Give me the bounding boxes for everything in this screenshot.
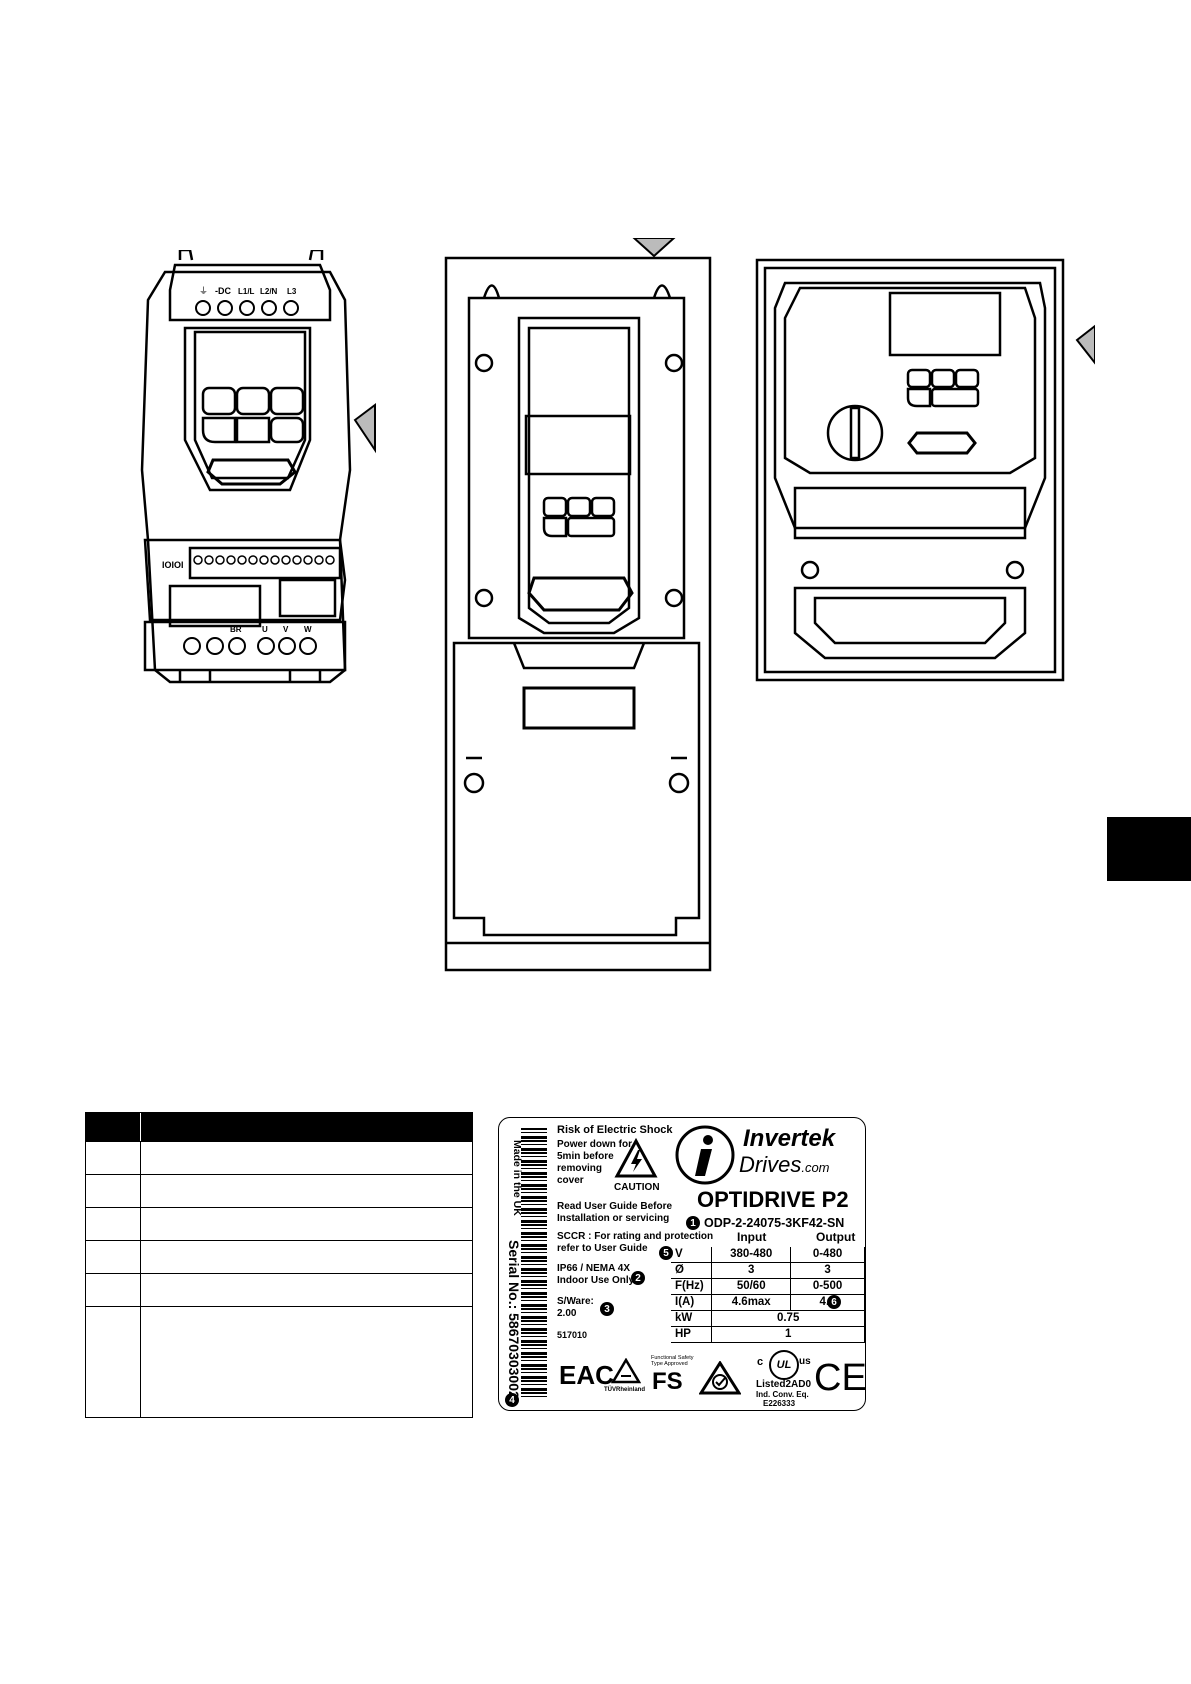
spec-param: V	[671, 1247, 713, 1263]
software-1: S/Ware:	[557, 1296, 594, 1307]
spec-input: 3	[711, 1262, 792, 1279]
table-row	[86, 1306, 472, 1417]
spec-table: V 380-480 0-480 Ø 3 3 F(Hz) 50/60 0-500 …	[671, 1247, 865, 1343]
read-guide-2: Installation or servicing	[557, 1213, 670, 1224]
io-label: IOIOI	[162, 560, 184, 570]
spec-row: I(A) 4.6max 4.3	[671, 1294, 865, 1311]
term-bot-3: U	[262, 625, 268, 634]
term-top-1: -DC	[215, 286, 231, 296]
ul-us: us	[799, 1356, 811, 1367]
spec-row: F(Hz) 50/60 0-500	[671, 1278, 865, 1295]
fs-mark: FS	[652, 1368, 683, 1395]
spec-param: kW	[671, 1310, 713, 1327]
chapter-tab	[1107, 817, 1191, 881]
ul-mark: UL c us	[755, 1346, 815, 1406]
fs-note-1: Functional Safety	[651, 1355, 694, 1361]
ul-listed-3: E226333	[763, 1399, 796, 1408]
spec-row: Ø 3 3	[671, 1262, 865, 1279]
ul-circle: UL	[769, 1350, 799, 1380]
tuv-text: TÜVRheinland	[604, 1387, 646, 1393]
marker-6: 6	[827, 1295, 841, 1309]
model-code: ODP-2-24075-3KF42-SN	[704, 1216, 845, 1230]
spec-row: kW 0.75	[671, 1310, 865, 1327]
term-bot-2: BR	[230, 625, 242, 634]
spec-output: 3	[790, 1262, 865, 1279]
key-header-col-desc	[141, 1113, 472, 1141]
brand-suffix: .com	[801, 1160, 830, 1175]
spec-param: HP	[671, 1326, 713, 1343]
marker-2: 2	[631, 1271, 645, 1285]
ul-c: c	[757, 1356, 764, 1368]
key-table-header	[86, 1113, 472, 1141]
spec-row: V 380-480 0-480	[671, 1247, 865, 1263]
sccr-2: refer to User Guide	[557, 1243, 648, 1254]
warning-line-1: Power down for	[557, 1139, 632, 1150]
spec-param: I(A)	[671, 1294, 713, 1311]
marker-5: 5	[659, 1246, 673, 1260]
eac-mark: EAC	[559, 1360, 614, 1390]
tuv-triangle-icon	[611, 1358, 641, 1384]
term-bot-5: W	[304, 625, 312, 634]
marker-4: 4	[505, 1393, 519, 1407]
term-top-2: L1/L	[238, 287, 255, 296]
drive-tall-figure	[444, 238, 714, 973]
read-guide-1: Read User Guide Before	[557, 1201, 673, 1212]
warning-line-4: cover	[557, 1175, 584, 1186]
warning-line-3: removing	[557, 1163, 603, 1174]
made-in-text: Made in the UK	[511, 1140, 523, 1216]
shock-warning-icon	[614, 1138, 658, 1178]
key-header-col-num	[86, 1113, 141, 1141]
barcode	[521, 1128, 547, 1398]
spec-output: 0-480	[790, 1247, 865, 1263]
ip-rating-1: IP66 / NEMA 4X	[557, 1263, 630, 1274]
caution-text: CAUTION	[614, 1182, 660, 1193]
spec-param: Ø	[671, 1262, 713, 1279]
software-2: 2.00	[557, 1308, 577, 1319]
serial-number: Serial No.: 58670303002	[506, 1240, 522, 1399]
marker-1: 1	[686, 1216, 700, 1230]
table-row	[86, 1174, 472, 1207]
brand-drives-text: Drives	[739, 1152, 802, 1177]
term-top-3: L2/N	[260, 287, 278, 296]
ip-rating-2: Indoor Use Only	[557, 1275, 635, 1286]
spec-row: HP 1	[671, 1326, 865, 1343]
spec-value: 1	[711, 1326, 865, 1343]
product-name: OPTIDRIVE P2	[697, 1187, 849, 1212]
rating-label: Made in the UK Serial No.: 58670303002 4…	[498, 1117, 867, 1411]
spec-output: 0-500	[790, 1278, 865, 1295]
drive-wide-figure	[755, 258, 1095, 683]
warning-line-2: 5min before	[557, 1151, 614, 1162]
spec-input: 50/60	[711, 1278, 792, 1295]
label-key-table	[85, 1112, 473, 1418]
ul-listed-1: Listed2AD0	[756, 1379, 812, 1390]
invertek-logo-icon	[675, 1125, 735, 1185]
spec-header-output: Output	[816, 1230, 856, 1244]
table-row	[86, 1141, 472, 1174]
table-row	[86, 1273, 472, 1306]
spec-value: 0.75	[711, 1310, 865, 1327]
spec-param: F(Hz)	[671, 1278, 713, 1295]
term-bot-4: V	[283, 625, 289, 634]
spec-input: 380-480	[711, 1247, 792, 1263]
ul-listed-2: Ind. Conv. Eq.	[756, 1390, 809, 1399]
ul-text: UL	[776, 1359, 792, 1371]
fs-note-2: Type Approved	[651, 1361, 688, 1367]
term-top-0: ⏚	[199, 286, 208, 296]
brand-invertek: Invertek	[743, 1125, 836, 1152]
table-row	[86, 1240, 472, 1273]
code-number: 517010	[557, 1330, 588, 1340]
table-row	[86, 1207, 472, 1240]
term-top-4: L3	[287, 287, 297, 296]
spec-header-input: Input	[737, 1230, 767, 1244]
warning-title: Risk of Electric Shock	[557, 1124, 673, 1136]
sccr-1: SCCR : For rating and protection	[557, 1231, 714, 1242]
rcm-check-icon	[699, 1361, 741, 1395]
brand-drives: Drives.com	[739, 1152, 830, 1178]
ce-mark: CE	[814, 1357, 867, 1399]
drive-small-figure: ⏚ -DC L1/L L2/N L3 IOIOI BR U V W	[140, 250, 380, 690]
spec-input: 4.6max	[711, 1294, 792, 1311]
marker-3: 3	[600, 1302, 614, 1316]
